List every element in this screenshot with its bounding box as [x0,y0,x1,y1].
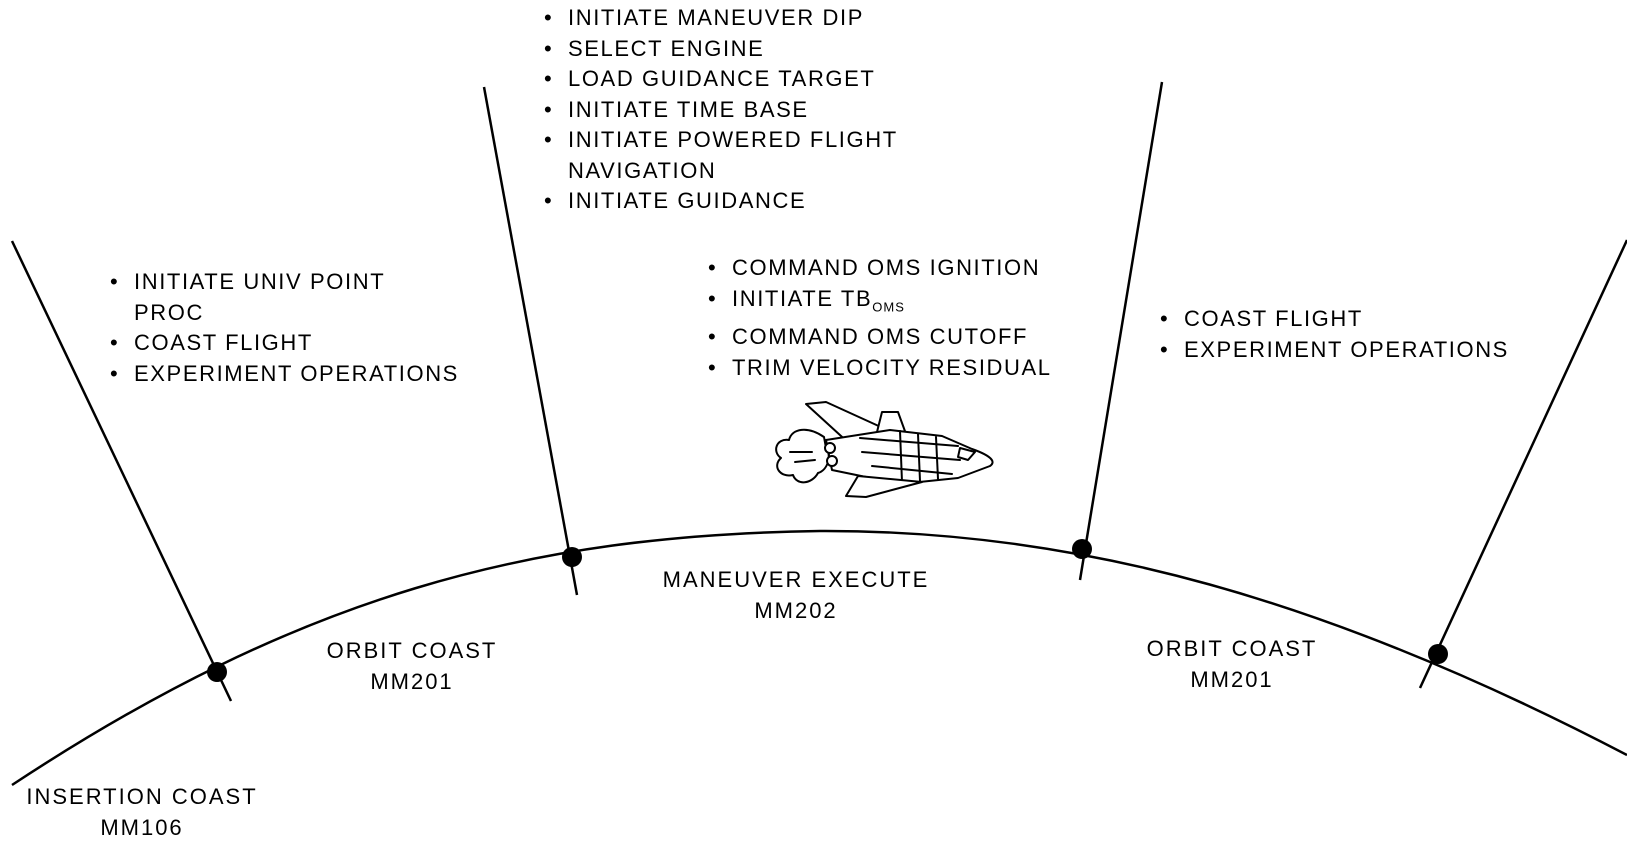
task-text: INITIATE MANEUVER DIP [568,5,864,30]
boundary-line-3 [1078,81,1164,581]
task-text: INITIATE UNIV POINT [134,269,386,294]
task-item: INITIATE POWERED FLIGHT NAVIGATION [544,125,898,186]
phase-name: ORBIT COAST [1146,636,1318,661]
phase-name: ORBIT COAST [326,638,498,663]
task-item: LOAD GUIDANCE TARGET [544,64,898,95]
task-text: COMMAND OMS CUTOFF [732,324,1029,350]
phase-mode: MM202 [754,598,838,623]
task-text-continued: NAVIGATION [568,157,717,183]
boundary-line-1 [10,240,233,702]
task-text: INITIATE TB [732,285,873,311]
phase-label-insertion-coast: INSERTION COAST MM106 [22,781,262,843]
task-item: INITIATE UNIV POINT PROC [110,267,459,328]
task-text: COAST FLIGHT [1184,306,1363,331]
task-item: INITIATE TIME BASE [544,95,898,126]
task-item: SELECT ENGINE [544,34,898,65]
event-marker-3 [1072,539,1092,559]
task-item: COAST FLIGHT [1160,304,1509,335]
task-text: TRIM VELOCITY RESIDUAL [732,354,1052,380]
task-text: INITIATE TIME BASE [568,96,809,122]
phase-name: INSERTION COAST [26,784,258,809]
task-item: EXPERIMENT OPERATIONS [1160,335,1509,366]
task-text-continued: PROC [134,299,204,325]
event-marker-2 [562,547,582,567]
phase-mode: MM106 [100,815,184,840]
orbit-coast-1-task-list: INITIATE UNIV POINT PROC COAST FLIGHT EXP… [110,267,459,389]
event-marker-4 [1428,644,1448,664]
phase-mode: MM201 [370,669,454,694]
task-item: COAST FLIGHT [110,328,459,359]
task-item: EXPERIMENT OPERATIONS [110,359,459,390]
task-text: EXPERIMENT OPERATIONS [1184,336,1509,362]
task-text-subscript: OMS [872,298,905,314]
task-text: INITIATE POWERED FLIGHT [568,127,898,152]
task-item: TRIM VELOCITY RESIDUAL [708,353,1052,384]
task-text: EXPERIMENT OPERATIONS [134,360,459,386]
phase-mode: MM201 [1190,667,1274,692]
task-item: COMMAND OMS CUTOFF [708,322,1052,353]
phase-label-orbit-coast-1: ORBIT COAST MM201 [300,635,524,697]
task-item: INITIATE GUIDANCE [544,186,898,217]
phase-label-orbit-coast-2: ORBIT COAST MM201 [1120,633,1344,695]
task-item: COMMAND OMS IGNITION [708,253,1052,284]
phase-label-maneuver-execute: MANEUVER EXECUTE MM202 [650,564,942,626]
task-text: SELECT ENGINE [568,35,765,61]
task-item: INITIATE TBOMS [708,284,1052,323]
event-marker-1 [207,662,227,682]
task-text: INITIATE GUIDANCE [568,188,807,213]
maneuver-burn-task-list: COMMAND OMS IGNITION INITIATE TBOMS COMM… [708,253,1052,383]
task-text: COMMAND OMS IGNITION [732,255,1041,280]
task-text: COAST FLIGHT [134,330,313,355]
orbit-coast-2-task-list: COAST FLIGHT EXPERIMENT OPERATIONS [1160,304,1509,365]
maneuver-prep-task-list: INITIATE MANEUVER DIP SELECT ENGINE LOAD… [544,3,898,217]
task-item: INITIATE MANEUVER DIP [544,3,898,34]
space-shuttle-icon [775,401,994,498]
task-text: LOAD GUIDANCE TARGET [568,66,876,91]
boundary-line-2 [482,86,579,596]
orbit-arc [11,529,1627,787]
phase-name: MANEUVER EXECUTE [662,567,930,592]
boundary-line-4 [1418,239,1627,689]
